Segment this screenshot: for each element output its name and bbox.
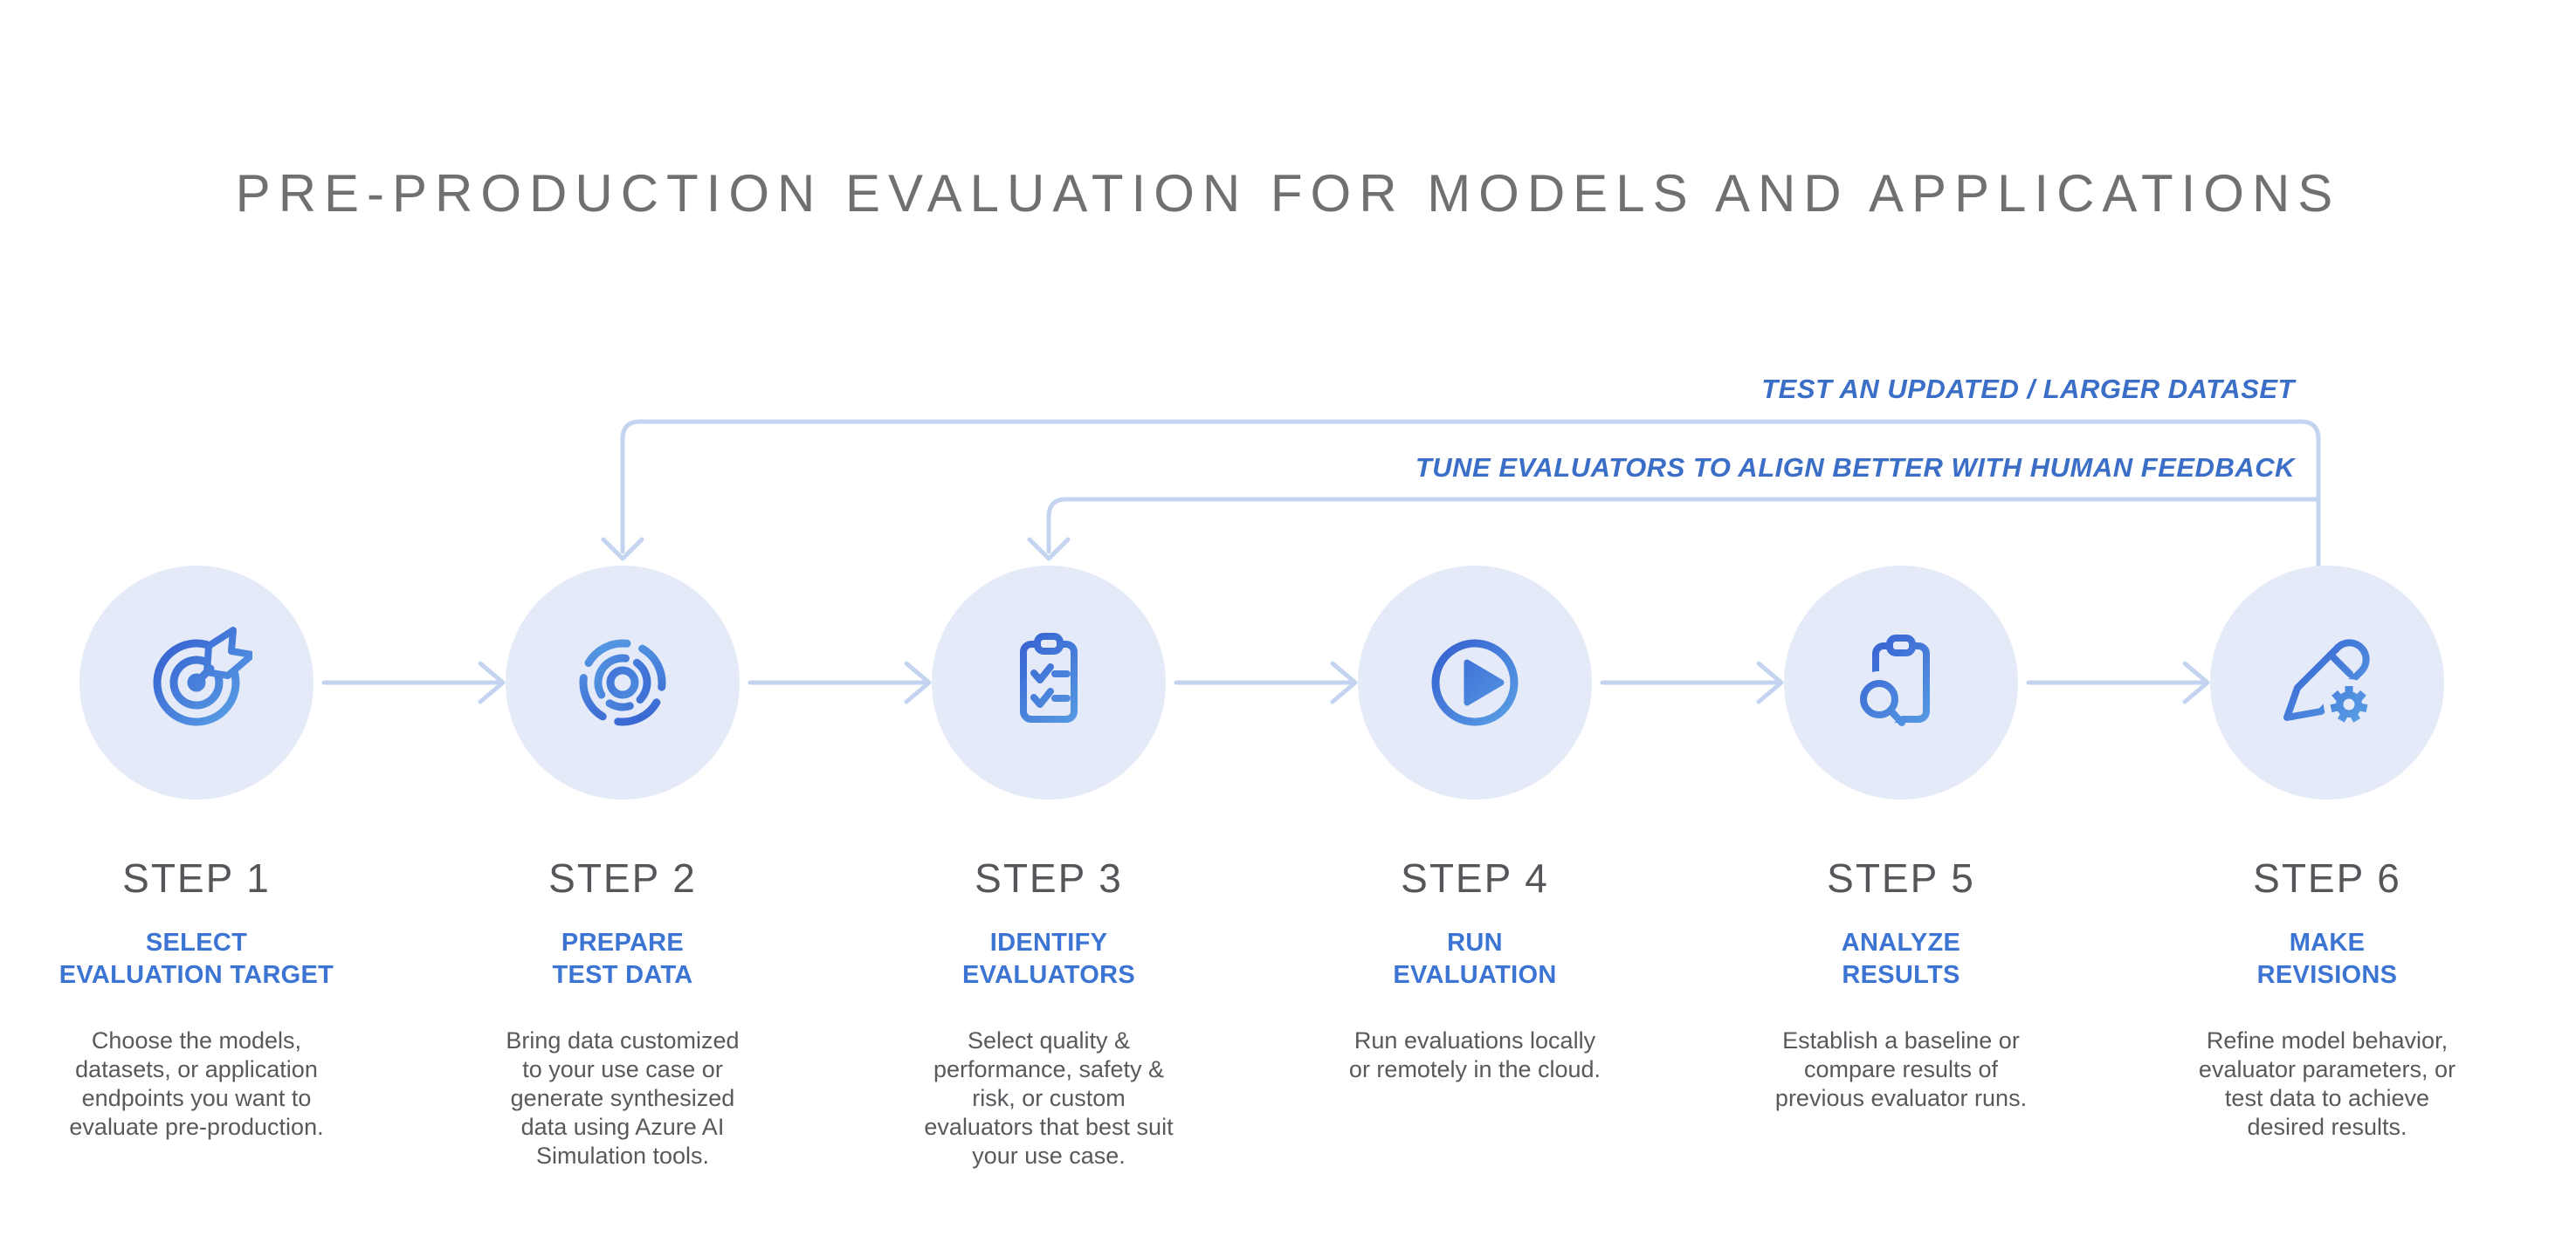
step-3-column: STEP 3 IDENTIFY EVALUATORS Select qualit… [839,855,1258,1171]
step-2-subtitle: PREPARE TEST DATA [552,929,693,989]
step-1-label: STEP 1 [122,855,271,901]
step-2-column: STEP 2 PREPARE TEST DATA Bring data cust… [413,855,832,1171]
step-1-subtitle: SELECT EVALUATION TARGET [59,929,334,989]
step-1-circle [79,566,313,800]
step-3-description: Select quality & performance, safety & r… [924,1027,1174,1169]
play-circle-icon [1431,639,1519,726]
step-6-description: Refine model behavior, evaluator paramet… [2198,1027,2456,1140]
step-5-label: STEP 5 [1827,855,1975,901]
step-5-circle [1784,566,2018,800]
magnifier-clipboard-icon [1851,635,1930,727]
connector-arrow-5 [2026,661,2210,704]
step-4-label: STEP 4 [1401,855,1549,901]
step-2-description: Bring data customized to your use case o… [506,1027,740,1169]
step-1-column: STEP 1 SELECT EVALUATION TARGET Choose t… [0,855,406,1142]
radar-pulse-icon [579,639,666,726]
step-1-description: Choose the models, datasets, or applicat… [69,1027,324,1140]
step-4-description: Run evaluations locally or remotely in t… [1348,1027,1601,1082]
pencil-gear-icon [2283,639,2374,730]
connector-arrow-4 [1600,661,1784,704]
feedback-arrow-test-updated-dataset [601,419,2321,568]
step-5-subtitle: ANALYZE RESULTS [1841,929,1961,989]
target-dart-icon [153,627,252,726]
step-4-circle [1358,566,1592,800]
step-6-circle [2210,566,2444,800]
step-4-subtitle: RUN EVALUATION [1393,929,1557,989]
connector-arrow-2 [747,661,932,704]
page-title: PRE-PRODUCTION EVALUATION FOR MODELS AND… [235,164,2341,223]
connector-arrow-1 [321,661,506,704]
feedback-arrow-tune-evaluators [1027,497,2321,561]
step-2-circle [506,566,740,800]
step-6-label: STEP 6 [2253,855,2401,901]
step-3-label: STEP 3 [975,855,1123,901]
step-4-column: STEP 4 RUN EVALUATION Run evaluations lo… [1265,855,1684,1084]
feedback-label-tune-evaluators: TUNE EVALUATORS TO ALIGN BETTER WITH HUM… [1415,452,2295,483]
connector-arrow-3 [1174,661,1358,704]
step-3-circle [932,566,1166,800]
feedback-label-test-updated-dataset: TEST AN UPDATED / LARGER DATASET [1761,374,2295,404]
step-3-subtitle: IDENTIFY EVALUATORS [962,929,1135,989]
gear-glyph [2324,679,2374,730]
step-6-subtitle: MAKE REVISIONS [2256,929,2398,989]
step-5-description: Establish a baseline or compare results … [1774,1027,2028,1111]
step-6-column: STEP 6 MAKE REVISIONS Refine model behav… [2118,855,2537,1142]
step-2-label: STEP 2 [548,855,697,901]
step-5-column: STEP 5 ANALYZE RESULTS Establish a basel… [1691,855,2111,1113]
checklist-clipboard-icon [1020,633,1078,723]
